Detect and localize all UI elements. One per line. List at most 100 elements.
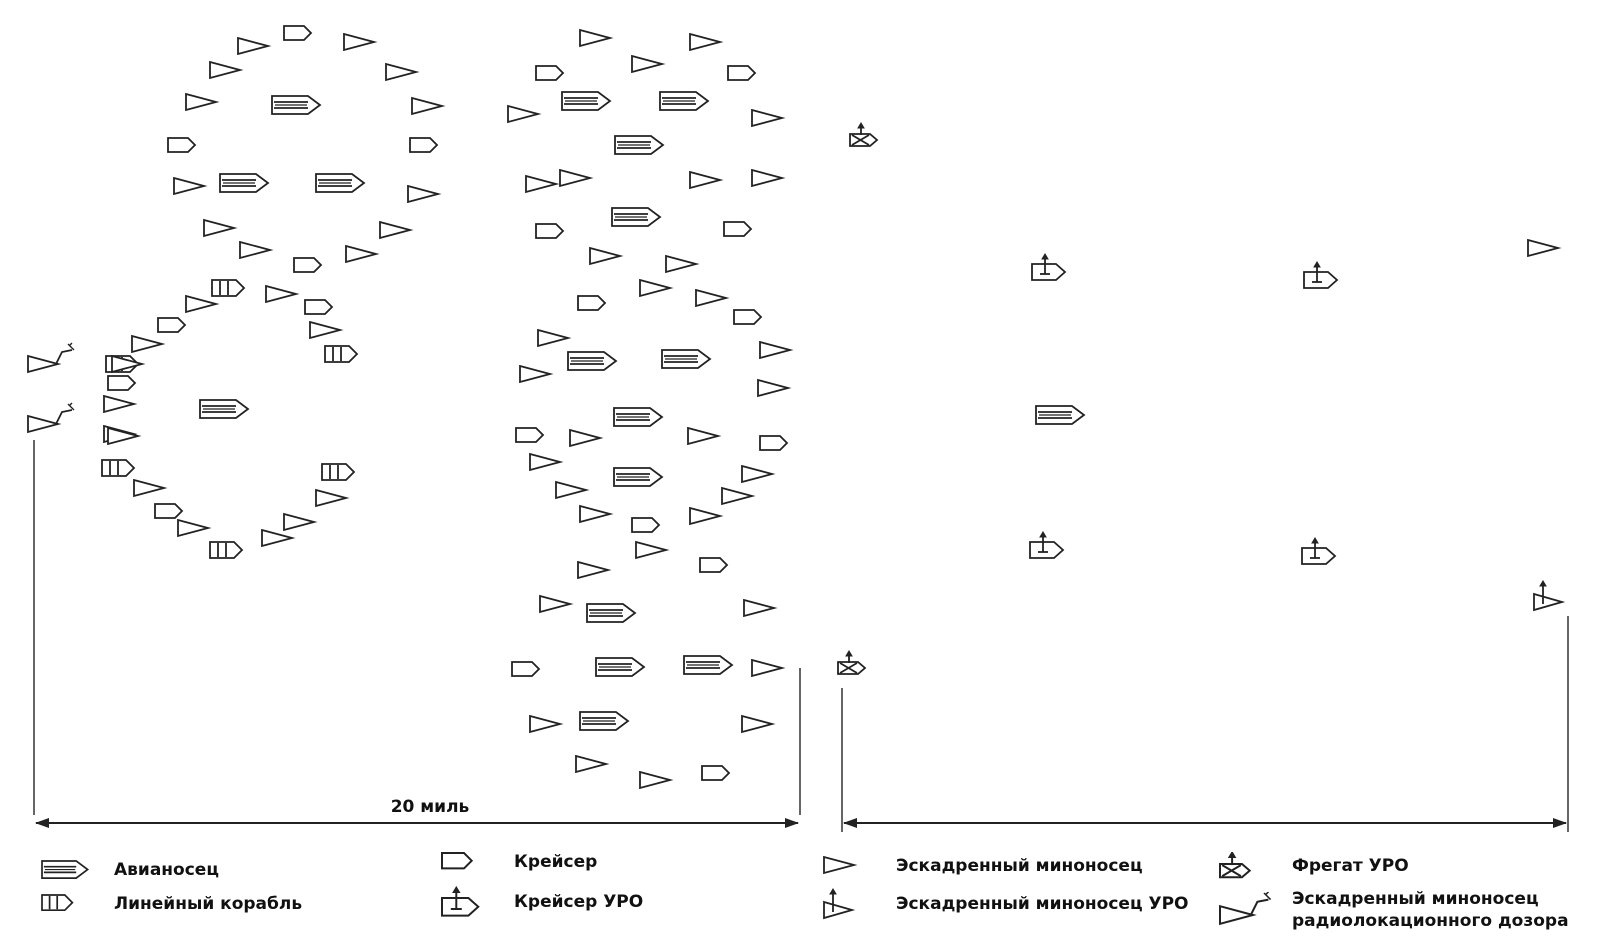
destroyer-ship xyxy=(177,518,212,538)
legend-item-cruiser: Крейсер xyxy=(440,850,597,874)
missile-cruiser-ship xyxy=(1303,261,1339,289)
legend-label-cruiser: Крейсер xyxy=(514,852,598,872)
legend-item-cruiser-uro: Крейсер УРО xyxy=(440,886,643,918)
legend-label-destroyer: Эскадренный миноносец xyxy=(896,856,1143,876)
missile-frigate-ship xyxy=(849,122,879,147)
destroyer-ship xyxy=(741,714,776,734)
destroyer-ship xyxy=(309,320,344,340)
missile-frigate-icon xyxy=(1219,852,1252,879)
destroyer-ship xyxy=(185,92,220,112)
missile-cruiser-icon xyxy=(441,886,480,917)
cruiser-icon xyxy=(441,852,474,870)
cruiser-ship xyxy=(304,299,334,315)
destroyer-ship xyxy=(695,288,730,308)
destroyer-ship xyxy=(751,108,786,128)
missile-cruiser-ship xyxy=(1031,253,1067,281)
destroyer-ship xyxy=(239,240,274,260)
destroyer-ship xyxy=(131,334,166,354)
legend-item-radar-picket: Эскадренный миноносец радиолокационного … xyxy=(1218,888,1569,932)
cruiser-ship xyxy=(293,257,323,273)
radar-picket-ship xyxy=(27,342,75,374)
destroyer-ship xyxy=(507,104,542,124)
carrier-ship xyxy=(611,207,662,227)
legend-label-frigate-uro: Фрегат УРО xyxy=(1292,856,1409,876)
radar-picket-ship xyxy=(27,402,75,434)
carrier-ship xyxy=(613,407,664,427)
cruiser-ship xyxy=(727,65,757,81)
battleship-icon xyxy=(41,894,74,912)
destroyer-ship xyxy=(689,506,724,526)
destroyer-ship xyxy=(741,464,776,484)
destroyer-ship xyxy=(379,220,414,240)
destroyer-ship xyxy=(665,254,700,274)
battleship-ship xyxy=(324,345,359,363)
destroyer-ship xyxy=(343,32,378,52)
destroyer-ship xyxy=(529,714,564,734)
destroyer-ship xyxy=(1527,238,1562,258)
carrier-ship xyxy=(219,173,270,193)
dimension-left: 20 миль xyxy=(33,440,801,828)
destroyer-ship xyxy=(689,32,724,52)
destroyer-ship xyxy=(203,218,238,238)
missile-cruiser-ship xyxy=(1301,537,1337,565)
missile-frigate-ship xyxy=(837,650,867,675)
legend-label-radar-picket: Эскадренный миноносец радиолокационного … xyxy=(1292,889,1569,931)
cruiser-ship xyxy=(515,427,545,443)
destroyer-ship xyxy=(107,426,142,446)
battleship-ship xyxy=(209,541,244,559)
carrier-ship xyxy=(683,655,734,675)
dimension-right xyxy=(841,616,1569,832)
carrier-ship xyxy=(567,351,618,371)
destroyer-ship xyxy=(589,246,624,266)
destroyer-ship xyxy=(103,394,138,414)
cruiser-ship xyxy=(733,309,763,325)
destroyer-ship xyxy=(283,512,318,532)
destroyer-ship xyxy=(173,176,208,196)
destroyer-ship xyxy=(575,754,610,774)
cruiser-ship xyxy=(167,137,197,153)
legend-item-destroyer: Эскадренный миноносец xyxy=(822,854,1143,878)
destroyer-ship xyxy=(315,488,350,508)
destroyer-ship xyxy=(759,340,794,360)
destroyer-ship xyxy=(635,540,670,560)
radar-picket-destroyer-icon xyxy=(1219,892,1272,926)
destroyer-ship xyxy=(385,62,420,82)
destroyer-ship xyxy=(559,168,594,188)
destroyer-ship xyxy=(639,278,674,298)
cruiser-ship xyxy=(157,317,187,333)
cruiser-ship xyxy=(577,295,607,311)
destroyer-ship xyxy=(209,60,244,80)
destroyer-ship xyxy=(743,598,778,618)
destroyer-ship xyxy=(751,168,786,188)
carrier-ship xyxy=(579,711,630,731)
destroyer-ship xyxy=(689,170,724,190)
destroyer-ship xyxy=(519,364,554,384)
carrier-icon xyxy=(41,860,90,879)
destroyer-ship xyxy=(631,54,666,74)
carrier-ship xyxy=(315,173,366,193)
missile-destroyer-ship xyxy=(1533,580,1566,612)
carrier-ship xyxy=(586,603,637,623)
destroyer-ship xyxy=(579,504,614,524)
destroyer-ship xyxy=(345,244,380,264)
destroyer-ship xyxy=(529,452,564,472)
cruiser-ship xyxy=(535,223,565,239)
cruiser-ship xyxy=(283,25,313,41)
cruiser-ship xyxy=(107,375,137,391)
legend-item-destroyer-uro: Эскадренный миноносец УРО xyxy=(822,888,1189,920)
destroyer-ship xyxy=(577,560,612,580)
carrier-ship xyxy=(613,467,664,487)
missile-cruiser-ship xyxy=(1029,531,1065,559)
destroyer-ship xyxy=(757,378,792,398)
destroyer-ship xyxy=(411,96,446,116)
destroyer-ship xyxy=(721,486,756,506)
legend: Авианосец Линейный корабль Крейсер Крейс… xyxy=(0,830,1600,945)
cruiser-ship xyxy=(511,661,541,677)
destroyer-ship xyxy=(639,770,674,790)
carrier-ship xyxy=(595,657,646,677)
legend-label-battleship: Линейный корабль xyxy=(114,894,303,914)
carrier-ship xyxy=(271,95,322,115)
carrier-ship xyxy=(561,91,612,111)
destroyer-ship xyxy=(555,480,590,500)
